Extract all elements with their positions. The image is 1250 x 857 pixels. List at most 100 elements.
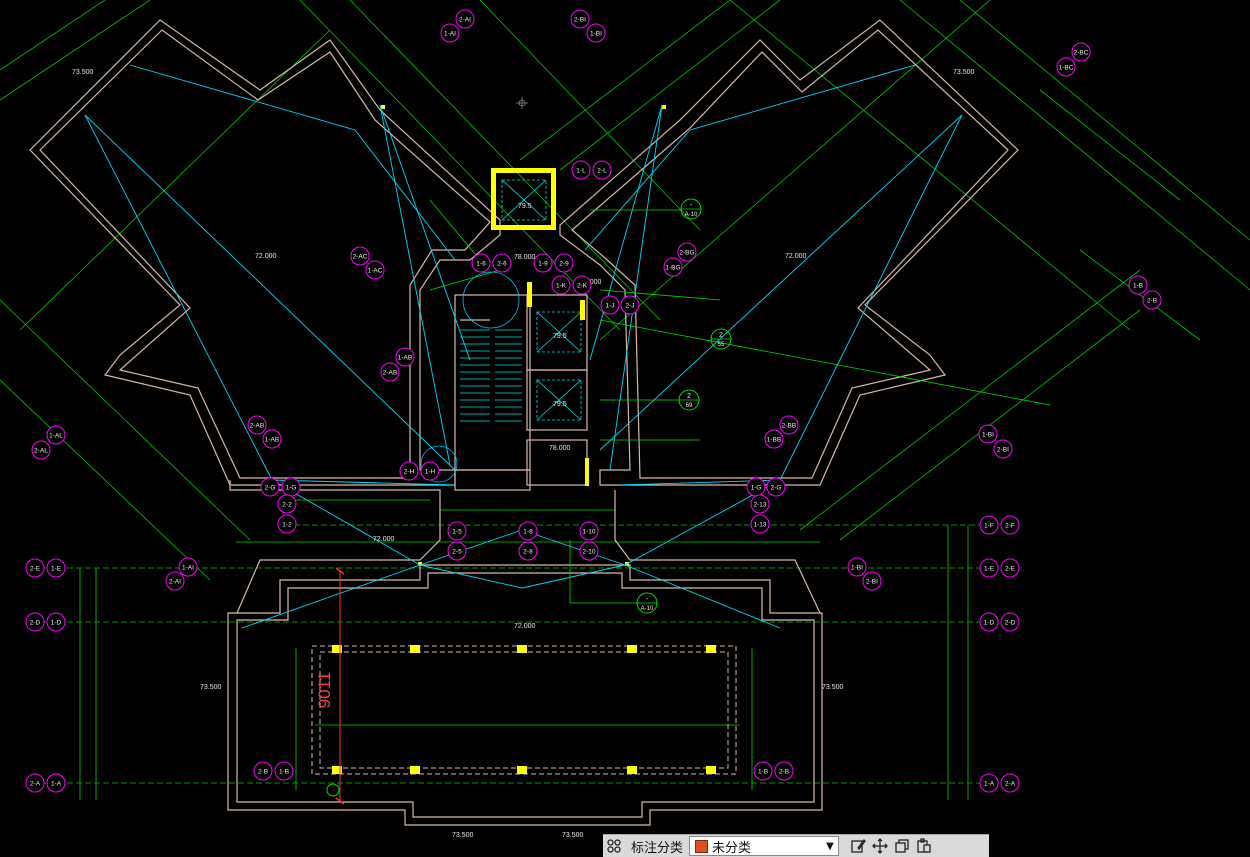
axis-bubble: 2-BC <box>1071 42 1091 62</box>
svg-text:79.5: 79.5 <box>518 203 532 210</box>
axis-bubble: 1-G <box>281 477 301 497</box>
svg-text:2: 2 <box>687 393 691 400</box>
svg-text:2: 2 <box>719 332 723 339</box>
svg-text:79.5: 79.5 <box>553 401 567 408</box>
svg-text:1-AI: 1-AI <box>182 565 194 572</box>
svg-text:1-AB: 1-AB <box>265 437 279 444</box>
axis-bubble-right: 2-D <box>1000 612 1020 632</box>
svg-text:1-B: 1-B <box>279 769 289 776</box>
svg-text:78.000: 78.000 <box>514 254 536 261</box>
axis-bubble: 1-BI <box>586 23 606 43</box>
axis-bubble-right: 1-F <box>979 515 999 535</box>
svg-text:2-AB: 2-AB <box>250 423 264 430</box>
axis-bubble: 2-AL <box>31 440 51 460</box>
svg-text:2-AI: 2-AI <box>169 579 181 586</box>
svg-text:2-A: 2-A <box>1005 781 1016 788</box>
svg-text:1-J: 1-J <box>605 303 614 310</box>
axis-bubble: 1-BC <box>1056 57 1076 77</box>
grid-icon[interactable] <box>603 835 625 857</box>
elevator-shafts <box>420 179 582 483</box>
svg-text:72.000: 72.000 <box>785 253 807 260</box>
svg-text:1-E: 1-E <box>984 566 995 573</box>
annotation-toolbar: 标注分类 未分类 ▼ <box>603 834 989 857</box>
orthogonal-axes <box>40 524 985 784</box>
axis-bubble: 2-BI <box>862 571 882 591</box>
axis-grid <box>0 0 1250 581</box>
axis-bubble-right: 1-A <box>979 773 999 793</box>
axis-bubble-right: 2-E <box>1000 558 1020 578</box>
svg-text:2-B: 2-B <box>258 769 268 776</box>
axis-bubble-right: 1-D <box>979 612 999 632</box>
category-select[interactable]: 未分类 ▼ <box>689 836 840 856</box>
category-color-swatch <box>695 839 709 853</box>
svg-text:73.500: 73.500 <box>200 684 222 691</box>
svg-text:2-D: 2-D <box>30 620 41 627</box>
detail-reference-bubble: 2 69 <box>678 389 700 411</box>
svg-text:2-AB: 2-AB <box>383 370 397 377</box>
axis-bubble: 1-13 <box>750 514 770 534</box>
copy-icon[interactable] <box>891 835 913 857</box>
axis-bubble: 2-G <box>260 477 280 497</box>
svg-text:2-5: 2-5 <box>452 549 462 556</box>
svg-text:-: - <box>646 596 649 603</box>
svg-text:2-B: 2-B <box>1147 298 1157 305</box>
red-dimension-value: 9011 <box>315 672 334 709</box>
svg-text:1-H: 1-H <box>425 469 436 476</box>
chevron-down-icon[interactable]: ▼ <box>826 840 834 852</box>
svg-text:55: 55 <box>718 342 725 348</box>
axis-bubble: 1-6 <box>471 253 491 273</box>
svg-text:1-F: 1-F <box>984 523 994 530</box>
axis-bubble: 2-AI <box>455 9 475 29</box>
axis-bubble: 2-2 <box>277 494 297 514</box>
svg-text:73.500: 73.500 <box>953 69 975 76</box>
detail-reference-bubble: -A-10 <box>680 198 702 220</box>
svg-text:73.500: 73.500 <box>822 684 844 691</box>
svg-text:2-G: 2-G <box>771 485 782 492</box>
axis-bubble: 2-6 <box>492 253 512 273</box>
detail-reference-bubble: 2 55 <box>710 328 732 350</box>
svg-text:2-E: 2-E <box>30 566 41 573</box>
axis-bubble: 2-8 <box>518 541 538 561</box>
svg-text:1-AB: 1-AB <box>398 355 412 362</box>
axis-bubble: 1-J <box>600 295 620 315</box>
svg-text:1-BI: 1-BI <box>851 565 863 572</box>
svg-text:72.000: 72.000 <box>373 536 395 543</box>
axis-bubble: 2-BI <box>570 9 590 29</box>
svg-text:1-13: 1-13 <box>753 522 766 529</box>
building-walls <box>29 19 1019 826</box>
svg-text:2-G: 2-G <box>265 485 276 492</box>
svg-text:1-G: 1-G <box>286 485 297 492</box>
svg-text:1-BC: 1-BC <box>1059 65 1074 72</box>
svg-text:1-BB: 1-BB <box>767 437 781 444</box>
paste-icon[interactable] <box>913 835 935 857</box>
svg-text:1-D: 1-D <box>984 620 995 627</box>
svg-text:69: 69 <box>686 403 693 409</box>
svg-text:2-BI: 2-BI <box>997 447 1009 454</box>
axis-bubble: 1-BG <box>663 257 683 277</box>
axis-bubble: 1-B <box>753 761 773 781</box>
svg-text:1-AC: 1-AC <box>368 268 383 275</box>
axis-bubble: 1-10 <box>579 521 599 541</box>
axis-bubble: 2-H <box>399 461 419 481</box>
svg-text:2-BG: 2-BG <box>679 250 694 257</box>
axis-bubble: 2-BG <box>677 242 697 262</box>
axis-bubble: 1-5 <box>447 521 467 541</box>
crosshair-cursor <box>516 97 528 109</box>
svg-text:-: - <box>690 202 693 209</box>
axis-bubble: 2-B <box>253 761 273 781</box>
svg-text:1-K: 1-K <box>556 283 567 290</box>
svg-text:2-B: 2-B <box>779 769 789 776</box>
move-icon[interactable] <box>869 835 891 857</box>
axis-bubble-left: 2-A <box>25 773 45 793</box>
svg-text:2-E: 2-E <box>1005 566 1016 573</box>
svg-text:1-A: 1-A <box>984 781 995 788</box>
svg-text:1-6: 1-6 <box>476 261 486 268</box>
svg-text:2-H: 2-H <box>404 469 415 476</box>
axis-bubble: 1-AB <box>395 347 415 367</box>
axis-bubble: 1-B <box>1128 275 1148 295</box>
axis-bubble: 2-9 <box>554 253 574 273</box>
svg-text:2-2: 2-2 <box>282 502 292 509</box>
edit-icon[interactable] <box>847 835 869 857</box>
